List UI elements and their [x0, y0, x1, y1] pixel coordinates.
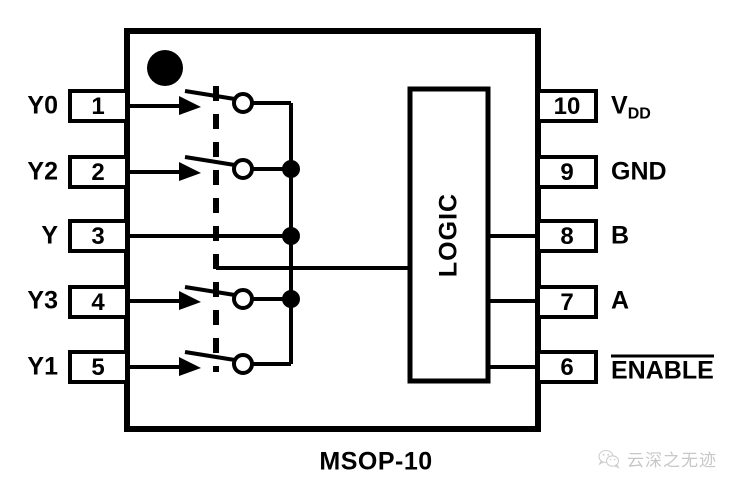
- pin-box-1: [68, 89, 129, 123]
- pin-label-Y1: Y1: [27, 352, 58, 381]
- pin-number-3: 3: [91, 223, 105, 250]
- switch-arrow-pin4: [179, 291, 201, 310]
- wechat-logo-icon: [598, 449, 620, 469]
- pin-number-6: 6: [560, 354, 574, 381]
- bus-junction-dots: [282, 160, 300, 308]
- pin-label-GND: GND: [611, 157, 667, 186]
- pin-label-Y2: Y2: [27, 157, 58, 186]
- pin-one-marker-dot: [147, 50, 183, 86]
- contact-circle-y3: [232, 288, 254, 310]
- pin-label-Y0: Y0: [27, 91, 58, 120]
- pin-box-10: [536, 89, 598, 123]
- pin-label-VDD: VDD: [611, 91, 651, 122]
- watermark: 云深之无迹: [598, 446, 717, 471]
- pin-number-5: 5: [91, 354, 105, 381]
- left-pin-boxes: [68, 89, 129, 384]
- pin-label-ENABLE-text: ENABLE: [611, 354, 714, 385]
- pin-label-VDD-base: V: [611, 91, 628, 120]
- junction-dot-y-common: [282, 227, 300, 245]
- junction-dot-y3: [282, 290, 300, 308]
- switch-arrow-pin1: [179, 96, 201, 115]
- pin-number-4: 4: [91, 289, 105, 316]
- pin-number-8: 8: [560, 223, 574, 250]
- left-pin-internal-wires: [127, 104, 291, 369]
- pin-number-1: 1: [91, 93, 105, 120]
- logic-block: [407, 86, 491, 384]
- switch-pole-arrowheads: [179, 96, 201, 376]
- logic-output-wires: [488, 234, 538, 369]
- switch-fixed-contacts: [232, 92, 254, 375]
- pin-number-2: 2: [91, 159, 105, 186]
- pin-number-7: 7: [560, 289, 574, 316]
- pin-label-VDD-subscript: DD: [627, 105, 651, 123]
- pin-label-Y: Y: [41, 221, 58, 250]
- switch-blade-y1: [184, 350, 242, 363]
- pin-label-ENABLE: ENABLE: [611, 354, 714, 385]
- pin-box-6: [536, 350, 598, 384]
- pin-number-10: 10: [553, 93, 581, 120]
- pin-box-9: [536, 155, 598, 189]
- contact-circle-y2: [232, 158, 254, 180]
- switch-arrow-pin5: [179, 357, 201, 376]
- pin-label-B: B: [611, 221, 630, 250]
- pin-number-9: 9: [560, 159, 574, 186]
- switch-arrow-pin2: [179, 162, 201, 181]
- junction-dot-y2: [282, 160, 300, 178]
- pin-label-Y3: Y3: [27, 286, 58, 315]
- pin-box-2: [68, 155, 129, 189]
- contact-circle-y0: [232, 92, 254, 114]
- contact-circle-y1: [232, 353, 254, 375]
- switch-blade-y2: [184, 155, 242, 168]
- pin-label-A: A: [611, 286, 630, 315]
- watermark-text: 云深之无迹: [627, 451, 717, 470]
- package-type-label: MSOP-10: [319, 447, 433, 476]
- pin-box-4: [68, 285, 129, 319]
- logic-block-label: LOGIC: [434, 192, 463, 278]
